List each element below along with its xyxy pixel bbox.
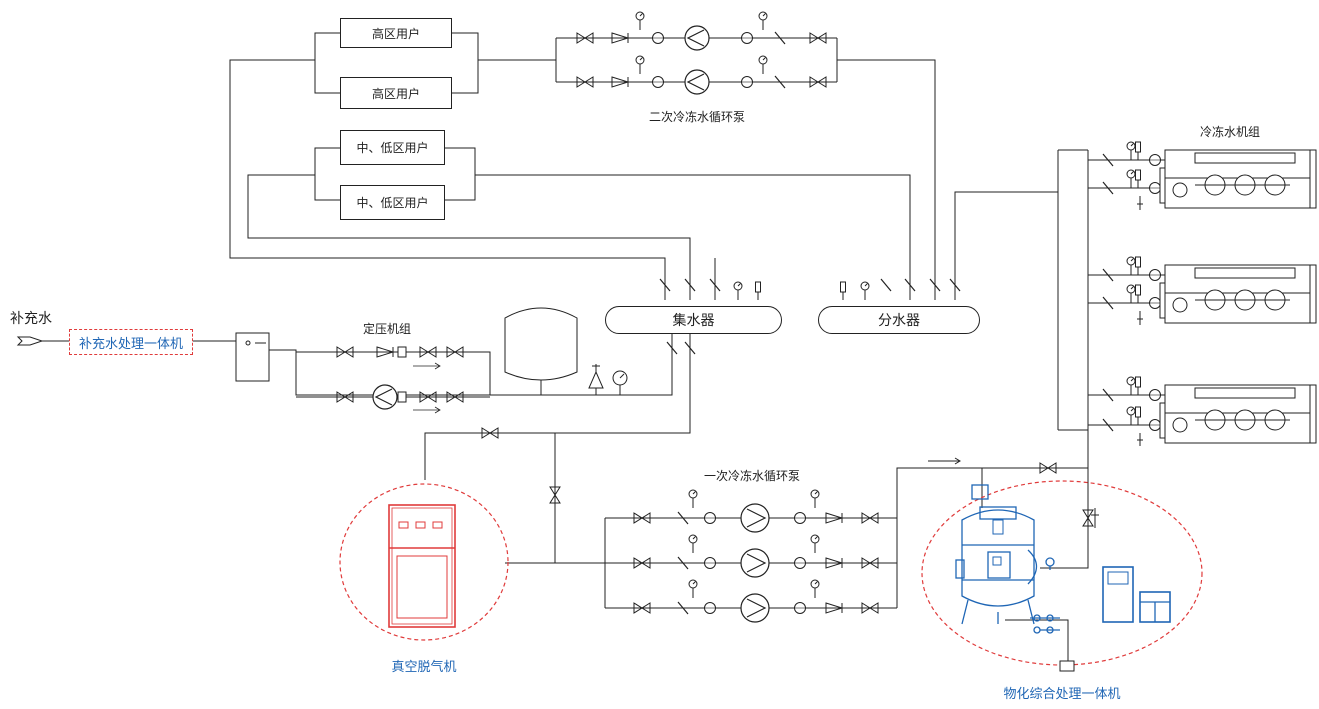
pressure-unit-label: 定压机组	[363, 322, 412, 336]
user-box-high-2[interactable]: 高区用户	[340, 77, 452, 109]
distributor-label: 分水器	[878, 313, 920, 329]
makeup-unit-label: 补充水处理一体机	[78, 336, 183, 352]
user-label: 中、低区用户	[356, 141, 429, 155]
physchem-unit-label: 物化综合处理一体机	[1003, 687, 1121, 702]
secondary-pumps-label: 二次冷冻水循环泵	[648, 110, 746, 124]
user-label: 中、低区用户	[356, 196, 429, 210]
user-box-high-1[interactable]: 高区用户	[340, 18, 452, 48]
primary-pumps-label: 一次冷冻水循环泵	[703, 469, 801, 483]
collector-label: 集水器	[672, 313, 715, 329]
user-box-midlow-2[interactable]: 中、低区用户	[340, 185, 445, 220]
user-label: 高区用户	[371, 26, 420, 41]
chillers-label: 冷冻水机组	[1199, 125, 1261, 139]
makeup-water-treatment-unit[interactable]: 补充水处理一体机	[69, 329, 193, 355]
collector-header[interactable]: 集水器	[605, 306, 782, 334]
makeup-water-label: 补充水	[10, 311, 52, 327]
vacuum-degasser-label: 真空脱气机	[391, 660, 457, 675]
user-box-midlow-1[interactable]: 中、低区用户	[340, 130, 445, 165]
distributor-header[interactable]: 分水器	[818, 306, 980, 334]
user-label: 高区用户	[371, 86, 420, 101]
